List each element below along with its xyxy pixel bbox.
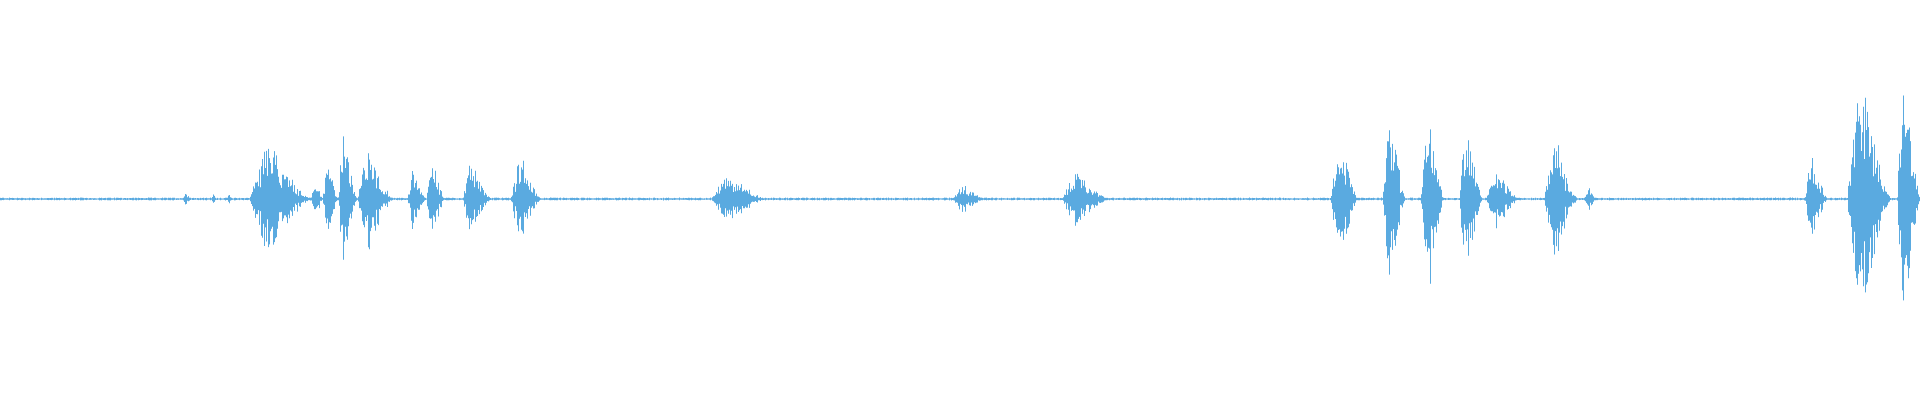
waveform-bars bbox=[0, 95, 1920, 301]
